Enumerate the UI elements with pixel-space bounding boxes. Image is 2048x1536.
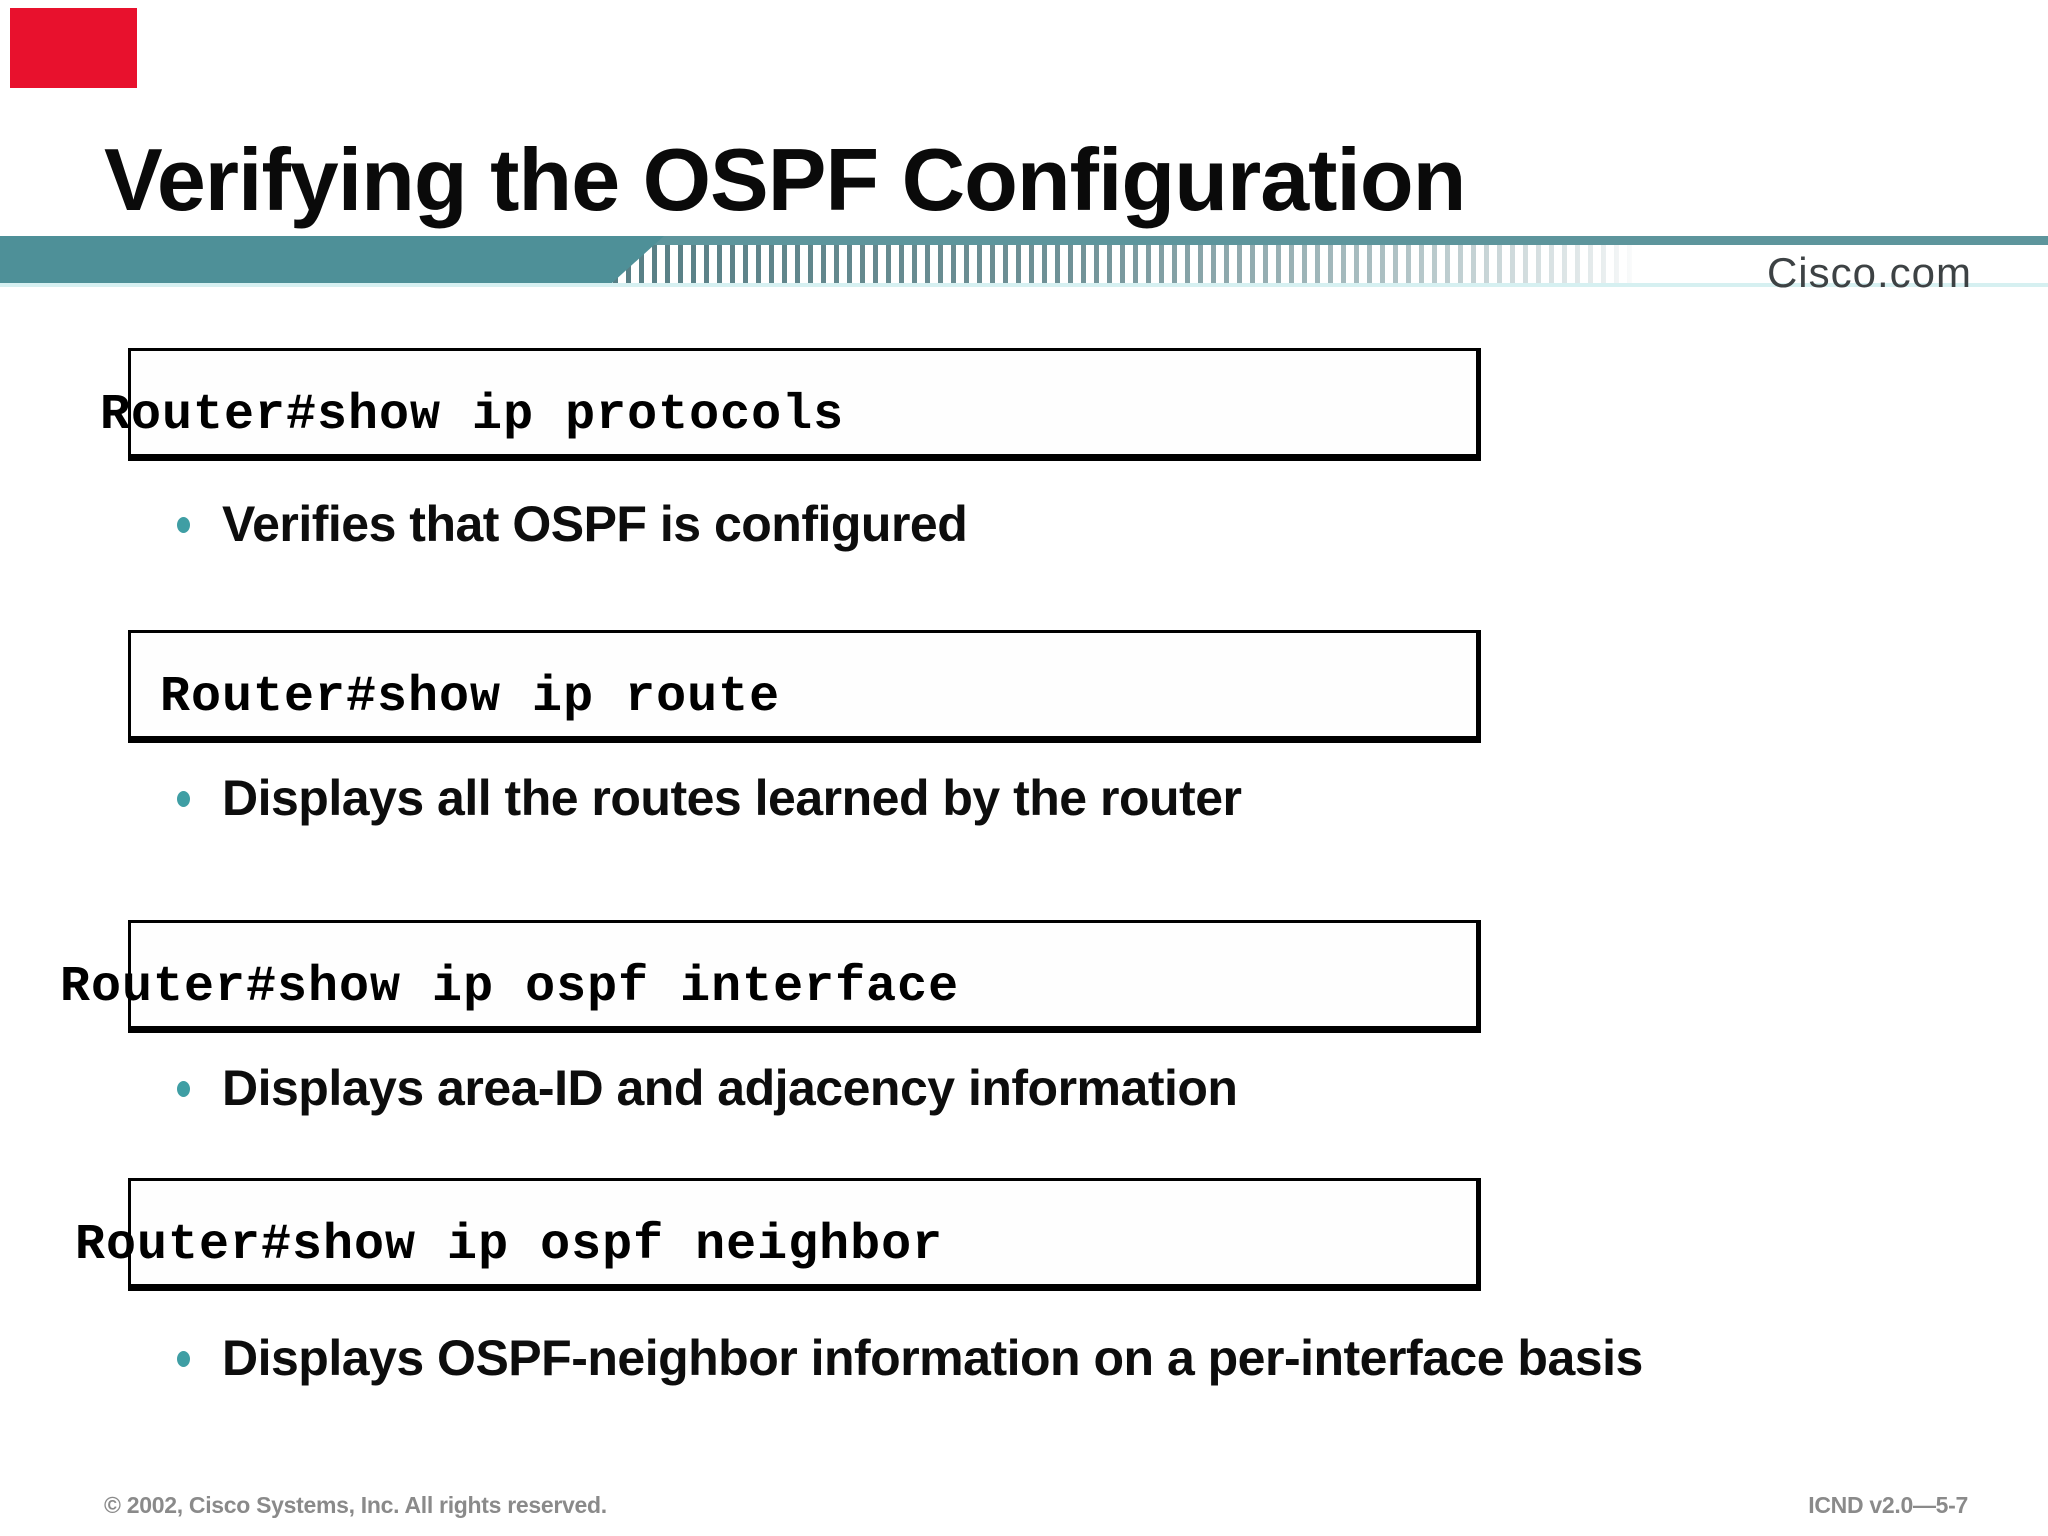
bullet-text: Displays OSPF-neighbor information on a … (222, 1330, 1643, 1386)
command-text: Router#show ip ospf neighbor (75, 1217, 944, 1274)
banner-underglow (0, 283, 2048, 287)
bullet-dot-icon (177, 790, 190, 807)
bullet-text: Displays area-ID and adjacency informati… (222, 1060, 1238, 1116)
command-box-show-ip-ospf-neighbor: Router#show ip ospf neighbor (75, 1178, 1481, 1291)
banner-divider (0, 236, 2048, 287)
bullet-item: Displays area-ID and adjacency informati… (160, 1060, 1238, 1118)
banner-solid-bar (0, 236, 664, 283)
bullet-text: Displays all the routes learned by the r… (222, 770, 1242, 826)
bullet-dot-icon (177, 516, 190, 533)
bullet-text: Verifies that OSPF is configured (222, 496, 968, 552)
bullet-dot-icon (177, 1080, 190, 1097)
copyright-text: © 2002, Cisco Systems, Inc. All rights r… (104, 1492, 607, 1518)
red-corner-block (10, 8, 137, 88)
command-box-show-ip-route: Router#show ip route (128, 630, 1481, 743)
banner-top-line (0, 236, 2048, 245)
bullet-item: Displays all the routes learned by the r… (160, 770, 1242, 828)
command-text: Router#show ip ospf interface (60, 959, 960, 1016)
cisco-com-logo: Cisco.com (1766, 249, 1972, 296)
command-box-show-ip-ospf-interface: Router#show ip ospf interface (60, 920, 1481, 1033)
bullet-item: Verifies that OSPF is configured (160, 496, 968, 554)
slide-number: ICND v2.0—5-7 (1808, 1492, 1968, 1518)
command-text: Router#show ip route (160, 669, 781, 726)
command-box-show-ip-protocols: Router#show ip protocols (100, 348, 1481, 461)
bullet-item: Displays OSPF-neighbor information on a … (160, 1330, 1643, 1388)
bullet-dot-icon (177, 1350, 190, 1367)
page-title: Verifying the OSPF Configuration (104, 130, 1466, 229)
command-text: Router#show ip protocols (100, 387, 845, 444)
